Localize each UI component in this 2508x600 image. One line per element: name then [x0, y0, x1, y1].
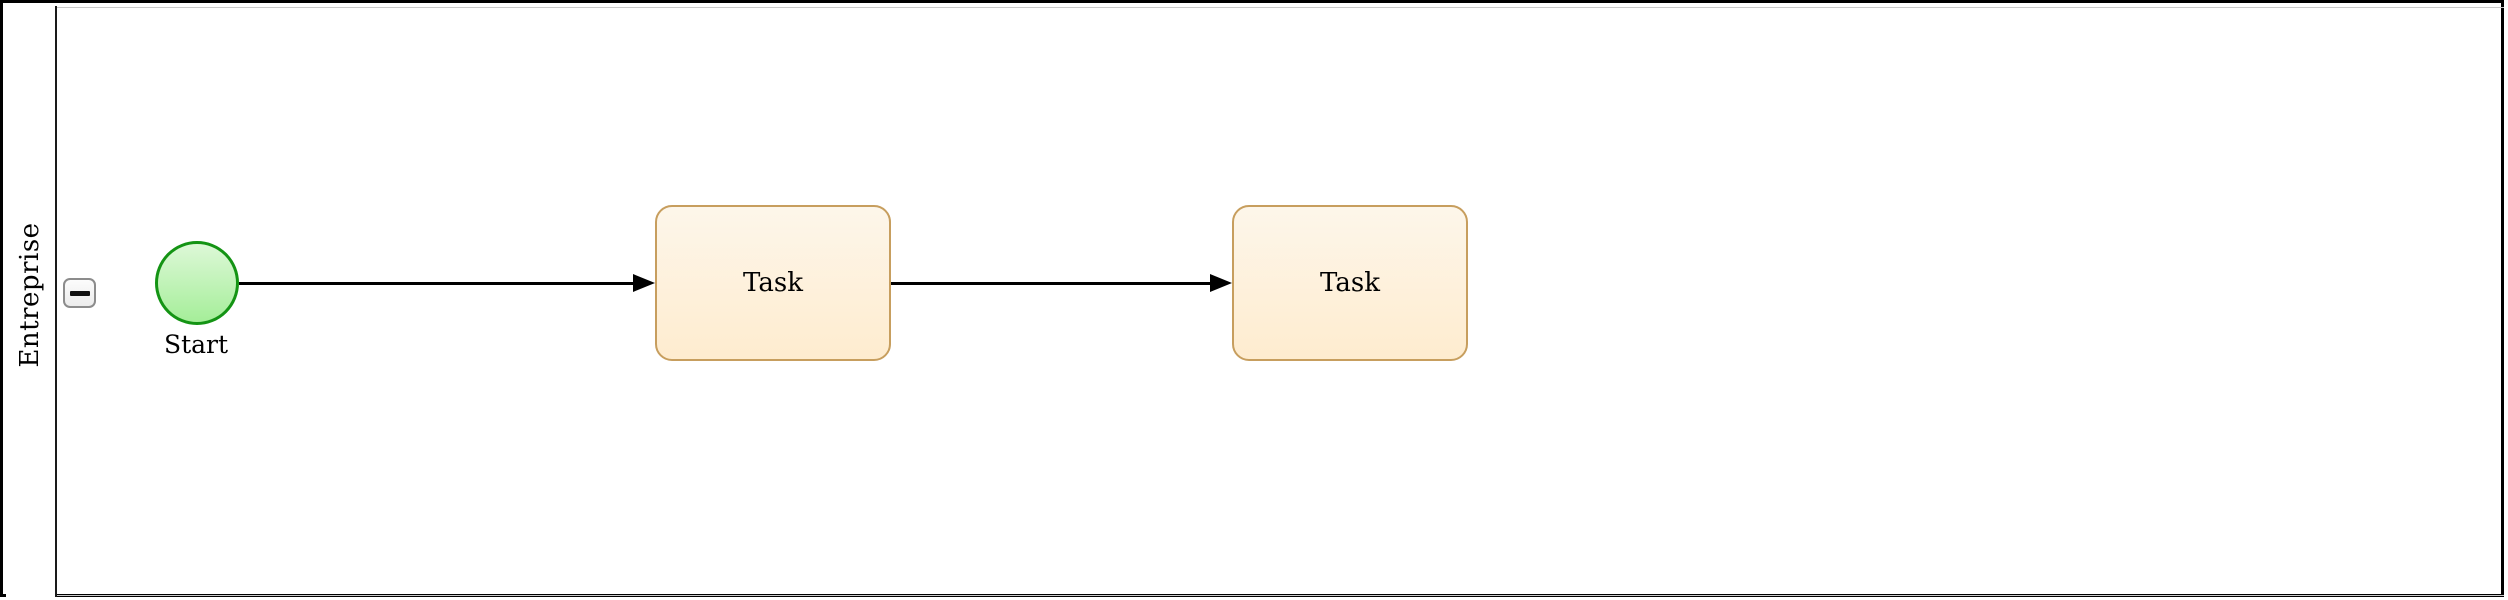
task-1-label: Task — [743, 268, 803, 298]
pool-collapse-button[interactable] — [63, 278, 96, 308]
sequence-flow-1[interactable] — [239, 282, 634, 285]
arrow-head-icon — [633, 274, 655, 292]
pool-header-separator — [55, 6, 57, 597]
task-node-2[interactable]: Task — [1232, 205, 1468, 361]
task-2-label: Task — [1320, 268, 1380, 298]
arrow-head-icon — [1210, 274, 1232, 292]
minus-icon — [69, 290, 90, 296]
sequence-flow-2[interactable] — [891, 282, 1211, 285]
lane-inner-border-bottom — [57, 595, 2504, 596]
start-event-node[interactable] — [155, 241, 239, 325]
pool-label: Entreprise — [15, 222, 45, 368]
lane-inner-border-top — [57, 7, 2504, 8]
task-node-1[interactable]: Task — [655, 205, 891, 361]
pool-header[interactable] — [6, 6, 55, 597]
start-event-label: Start — [163, 330, 229, 359]
